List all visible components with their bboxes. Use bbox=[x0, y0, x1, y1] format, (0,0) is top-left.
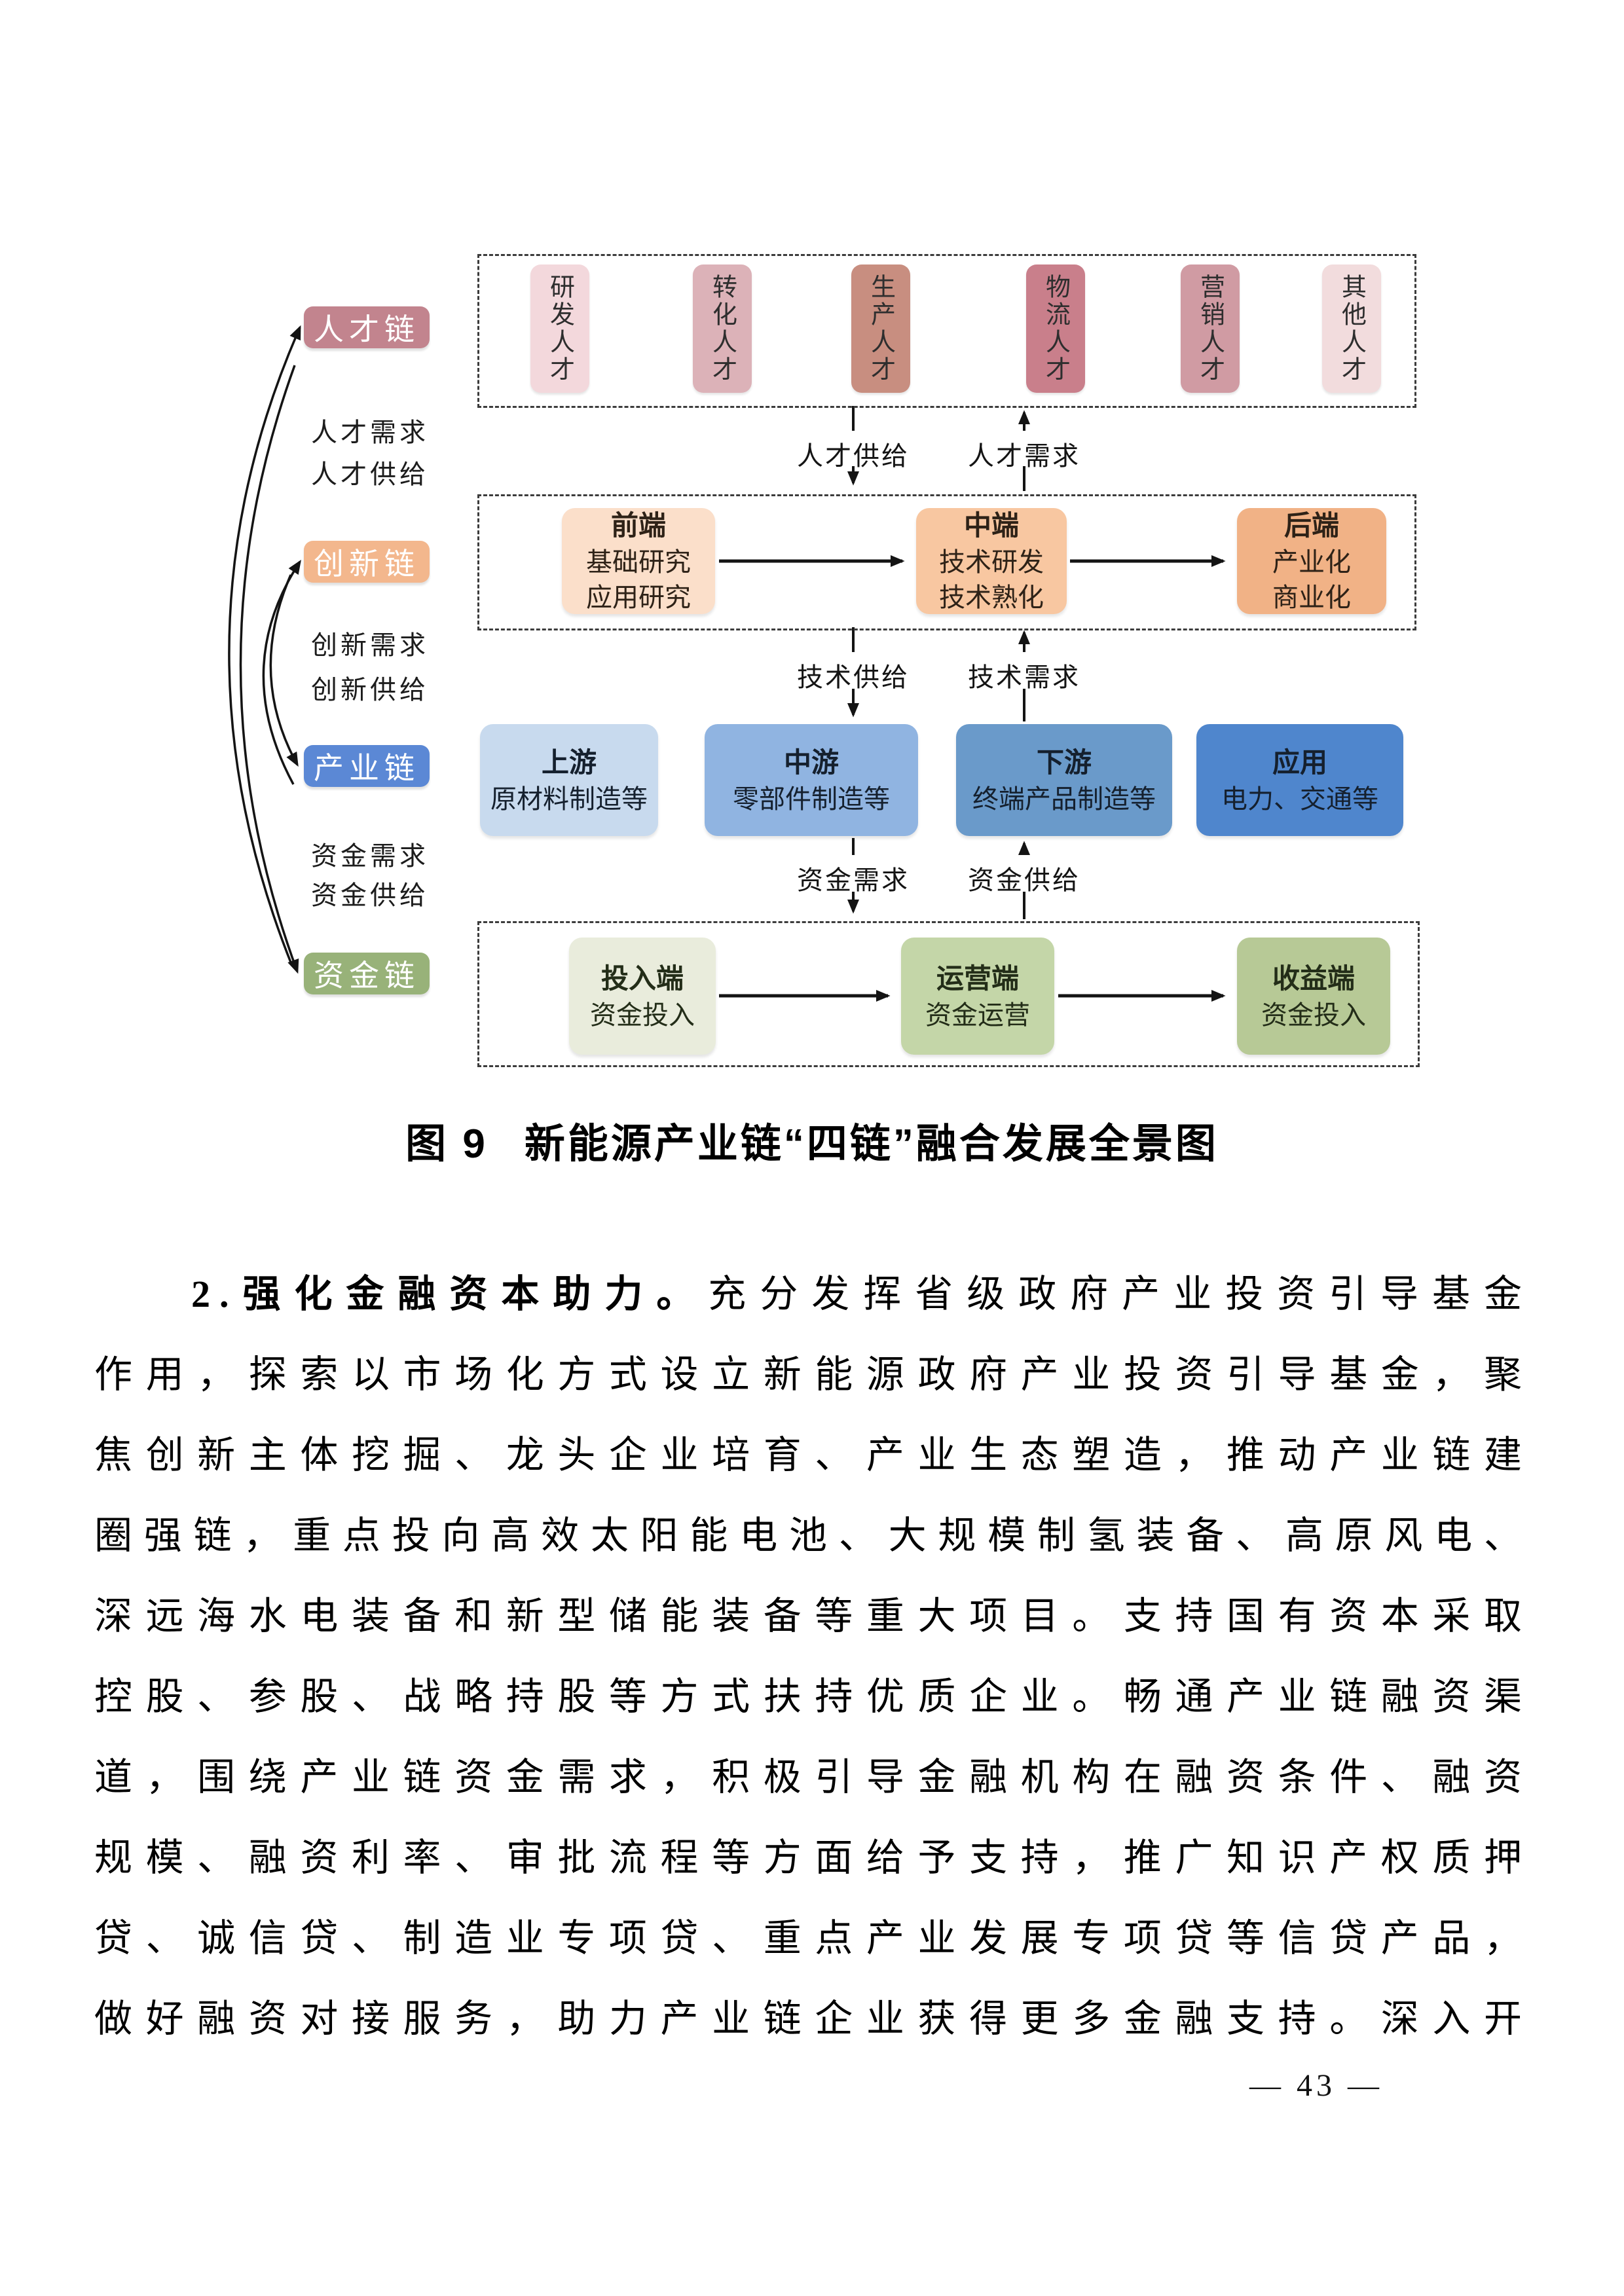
innovation-box-back-title: 后端 bbox=[1283, 510, 1339, 541]
innovation-box-mid-line2: 技术熟化 bbox=[939, 583, 1044, 612]
innovation-demand-label: 创新需求 bbox=[311, 631, 429, 660]
arc-to-industry-chain bbox=[269, 574, 299, 767]
industry-box-application: 应用 电力、交通等 bbox=[1196, 724, 1403, 836]
industry-box-midstream: 中游 零部件制造等 bbox=[705, 724, 918, 836]
chain-box-talent: 人才链 bbox=[304, 306, 430, 348]
body-paragraph: 2.强化金融资本助力。充分发挥省级政府产业投资引导基金 作用，探索以市场化方式设… bbox=[94, 1254, 1531, 2059]
talent-box-rd-label: 研发人才 bbox=[545, 274, 574, 384]
body-line: 2.强化金融资本助力。充分发挥省级政府产业投资引导基金 bbox=[94, 1254, 1531, 1334]
body-line-rest: 充分发挥省级政府产业投资引导基金 bbox=[708, 1273, 1531, 1315]
body-line: 贷、诚信贷、制造业专项贷、重点产业发展专项贷等信贷产品， bbox=[94, 1917, 1531, 1959]
talent-box-transform: 转化人才 bbox=[693, 264, 752, 393]
fund-supply-label: 资金供给 bbox=[311, 881, 429, 910]
page-number: — 43 — bbox=[1249, 2068, 1383, 2103]
talent-box-logistics: 物流人才 bbox=[1026, 264, 1085, 393]
arc-to-capital-chain bbox=[239, 365, 299, 974]
body-line: 作用，探索以市场化方式设立新能源政府产业投资引导基金，聚 bbox=[94, 1353, 1531, 1396]
tech-demand-flow-label: 技术需求 bbox=[968, 663, 1080, 692]
industry-box-midstream-title: 中游 bbox=[783, 746, 839, 778]
innovation-box-mid-line1: 技术研发 bbox=[939, 548, 1044, 577]
arc-to-talent-chain bbox=[228, 325, 301, 966]
talent-supply-label: 人才供给 bbox=[311, 460, 429, 489]
innovation-box-front-title: 前端 bbox=[610, 510, 666, 541]
connector-arrows-layer bbox=[228, 325, 1226, 1002]
body-line-lead: 2.强化金融资本助力。 bbox=[191, 1273, 709, 1315]
talent-box-marketing: 营销人才 bbox=[1181, 264, 1240, 393]
innovation-box-back: 后端 产业化 商业化 bbox=[1237, 508, 1386, 614]
body-line: 做好融资对接服务，助力产业链企业获得更多金融支持。深入开 bbox=[94, 1997, 1531, 2040]
industry-box-upstream-subtitle: 原材料制造等 bbox=[490, 784, 648, 814]
innovation-row-frame bbox=[477, 494, 1416, 630]
talent-box-produce: 生产人才 bbox=[851, 264, 910, 393]
capital-box-operate: 运营端 资金运营 bbox=[901, 938, 1054, 1055]
body-line: 深远海水电装备和新型储能装备等重大项目。支持国有资本采取 bbox=[94, 1595, 1531, 1637]
capital-box-invest-title: 投入端 bbox=[600, 962, 684, 994]
capital-box-invest: 投入端 资金投入 bbox=[569, 938, 716, 1055]
body-line: 圈强链，重点投向高效太阳能电池、大规模制氢装备、高原风电、 bbox=[94, 1514, 1531, 1557]
tech-supply-flow-label: 技术供给 bbox=[797, 663, 910, 692]
talent-supply-flow-label: 人才供给 bbox=[797, 442, 910, 471]
talent-box-transform-label: 转化人才 bbox=[708, 274, 736, 384]
industry-box-midstream-subtitle: 零部件制造等 bbox=[733, 784, 890, 814]
innovation-box-front: 前端 基础研究 应用研究 bbox=[562, 508, 715, 614]
figure-caption-title: 新能源产业链“四链”融合发展全景图 bbox=[524, 1121, 1219, 1167]
body-line: 焦创新主体挖掘、龙头企业培育、产业生态塑造，推动产业链建 bbox=[94, 1434, 1531, 1476]
talent-box-other-label: 其他人才 bbox=[1337, 274, 1365, 384]
body-line: 控股、参股、战略持股等方式扶持优质企业。畅通产业链融资渠 bbox=[94, 1675, 1531, 1718]
chain-box-capital: 资金链 bbox=[304, 953, 430, 994]
industry-box-application-title: 应用 bbox=[1272, 746, 1327, 778]
capital-box-operate-subtitle: 资金运营 bbox=[925, 1000, 1030, 1030]
talent-box-produce-label: 生产人才 bbox=[866, 274, 895, 384]
capital-box-profit-title: 收益端 bbox=[1272, 962, 1355, 994]
innovation-box-front-line2: 应用研究 bbox=[586, 583, 691, 612]
innovation-supply-label: 创新供给 bbox=[311, 676, 429, 704]
industry-box-upstream: 上游 原材料制造等 bbox=[480, 724, 658, 836]
innovation-box-back-line2: 商业化 bbox=[1272, 583, 1351, 612]
talent-demand-flow-label: 人才需求 bbox=[968, 442, 1080, 471]
figure-caption-number: 图 9 bbox=[405, 1121, 488, 1167]
innovation-box-front-line1: 基础研究 bbox=[586, 548, 691, 577]
industry-box-downstream-title: 下游 bbox=[1036, 746, 1092, 778]
body-line: 道，围绕产业链资金需求，积极引导金融机构在融资条件、融资 bbox=[94, 1756, 1531, 1798]
industry-box-downstream-subtitle: 终端产品制造等 bbox=[972, 784, 1156, 814]
capital-box-operate-title: 运营端 bbox=[936, 962, 1019, 994]
fund-supply-flow-label: 资金供给 bbox=[968, 866, 1080, 895]
chain-box-industry: 产业链 bbox=[304, 745, 430, 787]
capital-box-profit: 收益端 资金投入 bbox=[1237, 938, 1390, 1055]
body-line: 规模、融资利率、审批流程等方面给予支持，推广知识产权质押 bbox=[94, 1836, 1531, 1879]
industry-box-application-subtitle: 电力、交通等 bbox=[1221, 784, 1378, 814]
fund-demand-label: 资金需求 bbox=[311, 842, 429, 871]
capital-box-invest-subtitle: 资金投入 bbox=[590, 1000, 695, 1030]
industry-box-upstream-title: 上游 bbox=[541, 746, 597, 778]
talent-demand-label: 人才需求 bbox=[311, 418, 429, 447]
figure-caption: 图 9 新能源产业链“四链”融合发展全景图 bbox=[0, 1110, 1624, 1169]
industry-box-downstream: 下游 终端产品制造等 bbox=[956, 724, 1172, 836]
talent-box-marketing-label: 营销人才 bbox=[1196, 274, 1224, 384]
capital-row-frame bbox=[477, 921, 1420, 1067]
innovation-box-back-line1: 产业化 bbox=[1272, 548, 1351, 577]
talent-box-rd: 研发人才 bbox=[530, 264, 589, 393]
capital-box-profit-subtitle: 资金投入 bbox=[1261, 1000, 1366, 1030]
fund-demand-flow-label: 资金需求 bbox=[797, 866, 910, 895]
innovation-box-mid-title: 中端 bbox=[963, 510, 1019, 541]
talent-box-logistics-label: 物流人才 bbox=[1041, 274, 1069, 384]
innovation-box-mid: 中端 技术研发 技术熟化 bbox=[916, 508, 1067, 614]
talent-box-other: 其他人才 bbox=[1322, 264, 1381, 393]
chain-box-innovation: 创新链 bbox=[304, 541, 430, 583]
talent-row-frame bbox=[477, 254, 1416, 408]
